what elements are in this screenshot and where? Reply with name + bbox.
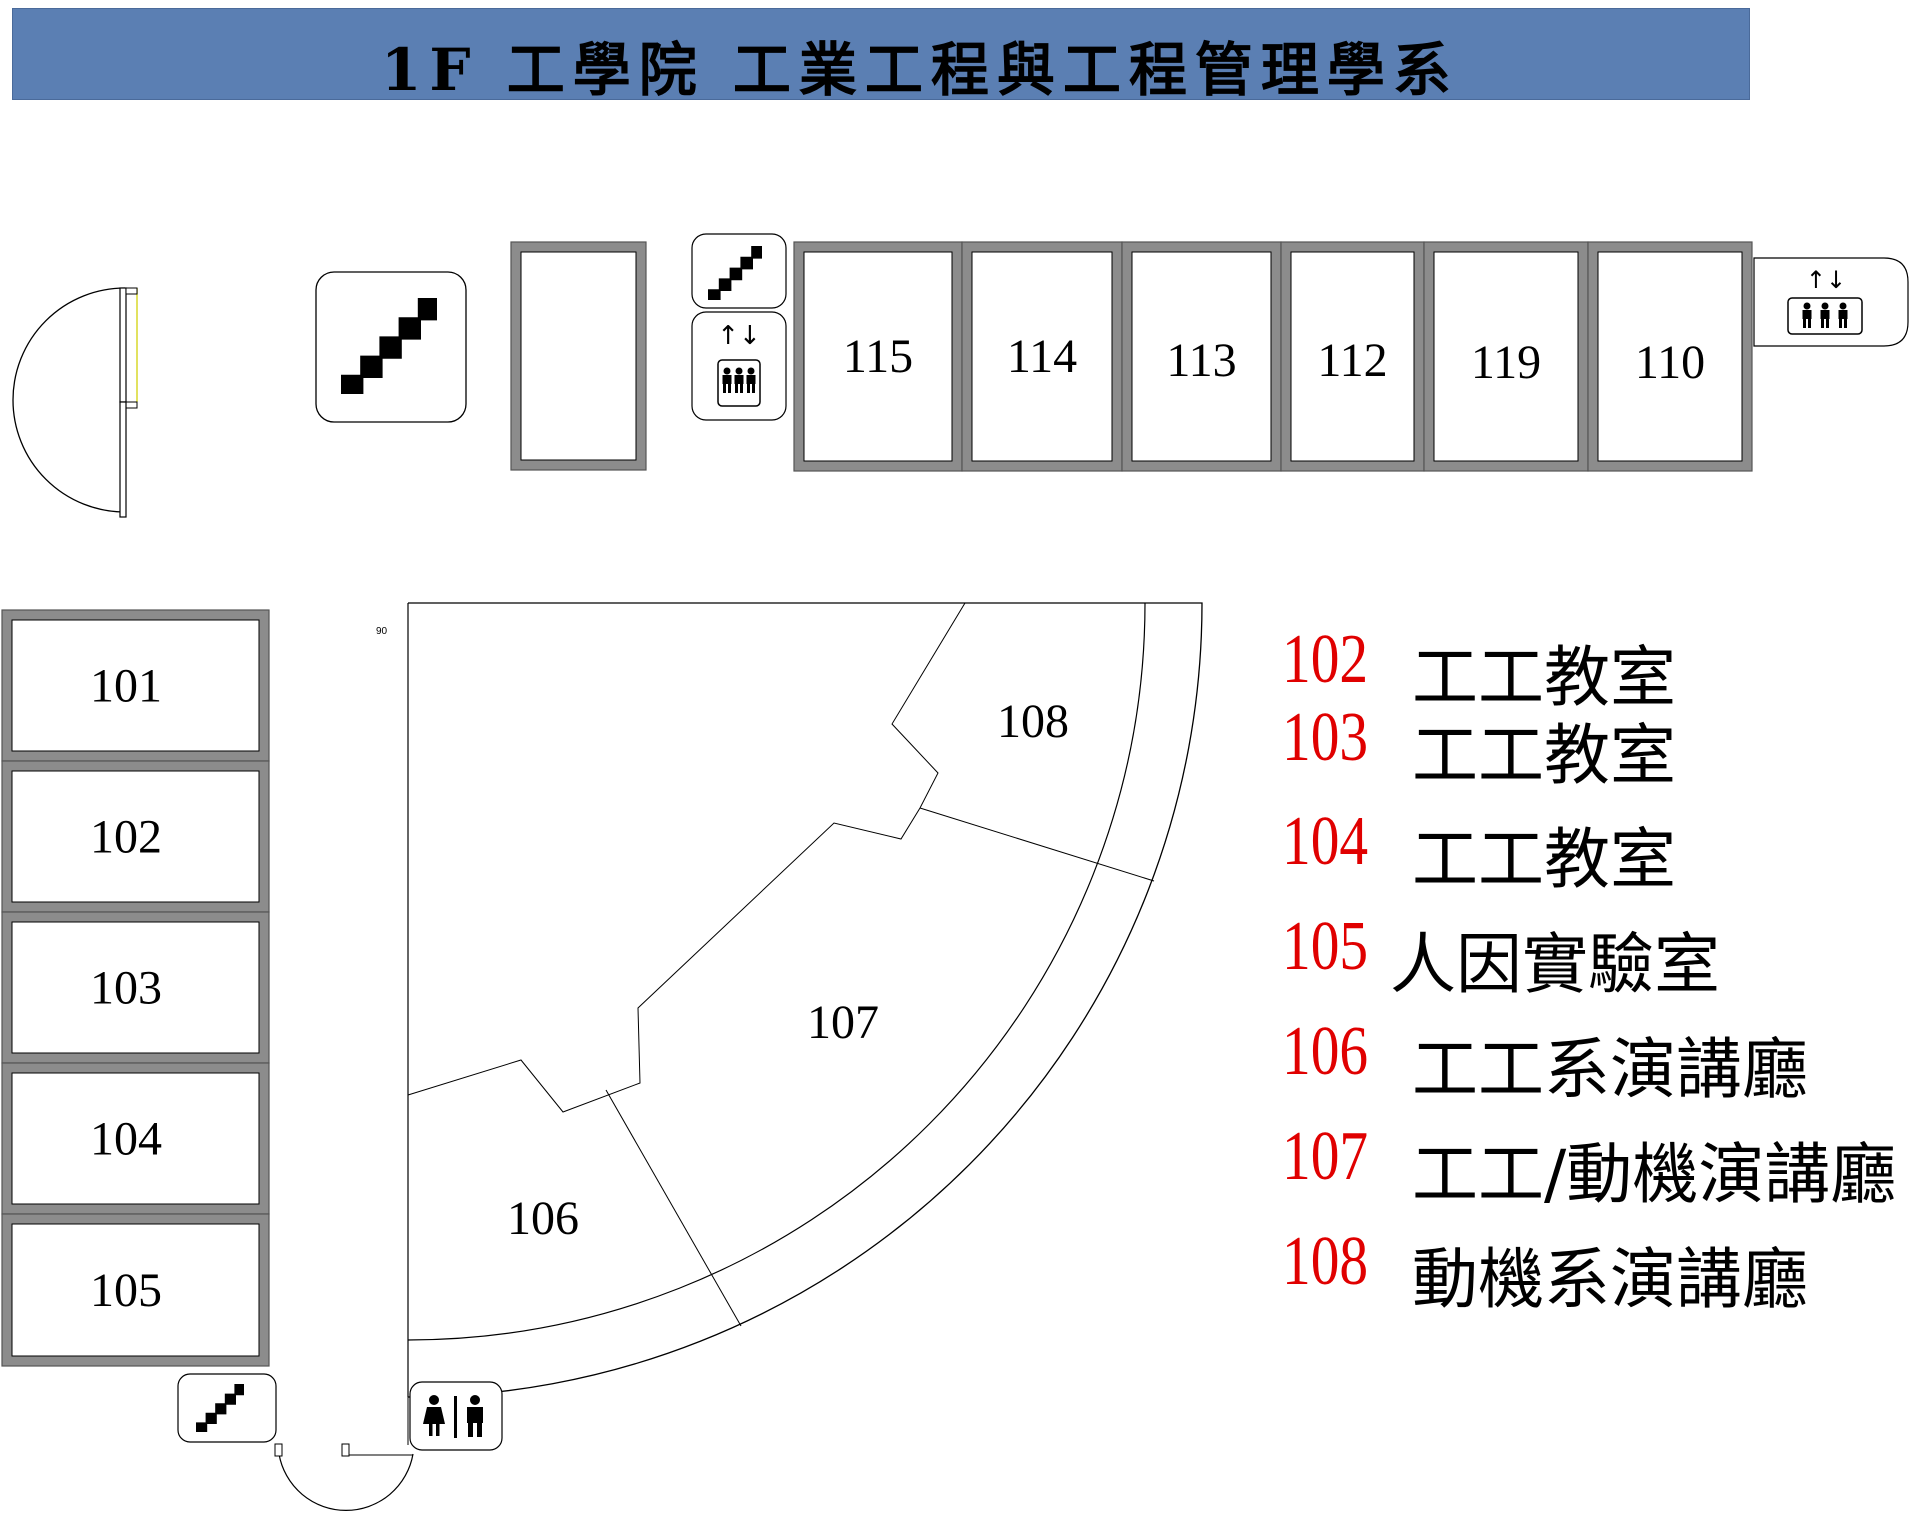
legend-item: 105 人因實驗室 (1282, 907, 1720, 1003)
title-banner: 1F 工學院 工業工程與工程管理學系 (12, 8, 1750, 104)
room-104: 104 (1, 1062, 270, 1215)
restroom-icon (423, 1395, 483, 1438)
legend-room-name: 動機系演講廳 (1412, 1241, 1808, 1318)
small-label: 90 (376, 626, 388, 637)
fan-building (407, 602, 1203, 1398)
room-114: 114 (961, 241, 1123, 472)
room-110: 110 (1587, 241, 1753, 472)
room-108: 108 (997, 695, 1069, 748)
legend-room-name: 工工教室 (1412, 639, 1676, 716)
legend-item: 107 工工/動機演講廳 (1282, 1117, 1896, 1213)
room-label: 102 (90, 811, 162, 864)
room-label: 113 (1166, 334, 1236, 387)
room-label: 110 (1635, 336, 1705, 389)
room-label: 105 (90, 1264, 162, 1317)
elevator-icon (1787, 297, 1863, 335)
legend-item: 106 工工系演講廳 (1282, 1012, 1808, 1108)
room-label: 119 (1471, 336, 1541, 389)
room-105: 105 (1, 1213, 270, 1367)
room-115: 115 (793, 241, 963, 472)
stairs-bottom (177, 1373, 277, 1443)
entrance-door-top (12, 287, 138, 518)
room-107: 107 (807, 996, 879, 1049)
room-102: 102 (1, 760, 270, 913)
room-106: 106 (507, 1192, 579, 1245)
legend-room-number: 102 (1282, 621, 1369, 698)
legend-room-number: 105 (1282, 908, 1369, 985)
legend-item: 108 動機系演講廳 (1282, 1222, 1808, 1318)
room-119: 119 (1423, 241, 1589, 472)
elevator-right: ↑↓ (1753, 257, 1909, 347)
room-label: 114 (1007, 330, 1077, 383)
room-113: 113 (1121, 241, 1282, 472)
legend-room-name: 工工教室 (1412, 717, 1676, 794)
room-label: 112 (1317, 334, 1387, 387)
room-103: 103 (1, 911, 270, 1064)
legend-room-name: 工工系演講廳 (1412, 1031, 1808, 1108)
room-112: 112 (1280, 241, 1425, 472)
legend-room-number: 103 (1282, 699, 1369, 776)
elevator-icon (717, 359, 761, 407)
stairs-main (315, 271, 467, 423)
elevator-left: ↑↓ (691, 311, 787, 421)
legend-room-number: 104 (1282, 803, 1369, 880)
legend-room-number: 108 (1282, 1223, 1369, 1300)
room-label: 104 (90, 1113, 162, 1166)
page-title: 1F 工學院 工業工程與工程管理學系 (381, 36, 1459, 104)
legend-item: 102 工工教室 (1282, 620, 1676, 716)
restroom (409, 1381, 503, 1451)
legend-room-name: 工工/動機演講廳 (1412, 1136, 1897, 1213)
stairs-small-top (691, 233, 787, 309)
room-label: 101 (90, 660, 162, 713)
elevator-arrows: ↑↓ (717, 321, 761, 351)
entrance-door-bottom (274, 1443, 414, 1511)
svg-text:↑↓: ↑↓ (1806, 266, 1846, 294)
legend-room-name: 人因實驗室 (1390, 926, 1720, 1003)
legend-room-number: 107 (1282, 1118, 1369, 1195)
room-label: 115 (843, 330, 913, 383)
legend-item: 103 工工教室 (1282, 698, 1676, 794)
legend-item: 104 工工教室 (1282, 802, 1676, 898)
legend-room-number: 106 (1282, 1013, 1369, 1090)
room-101: 101 (1, 609, 270, 762)
room-label: 103 (90, 962, 162, 1015)
room-unlabeled (510, 241, 647, 471)
legend-room-name: 工工教室 (1412, 821, 1676, 898)
